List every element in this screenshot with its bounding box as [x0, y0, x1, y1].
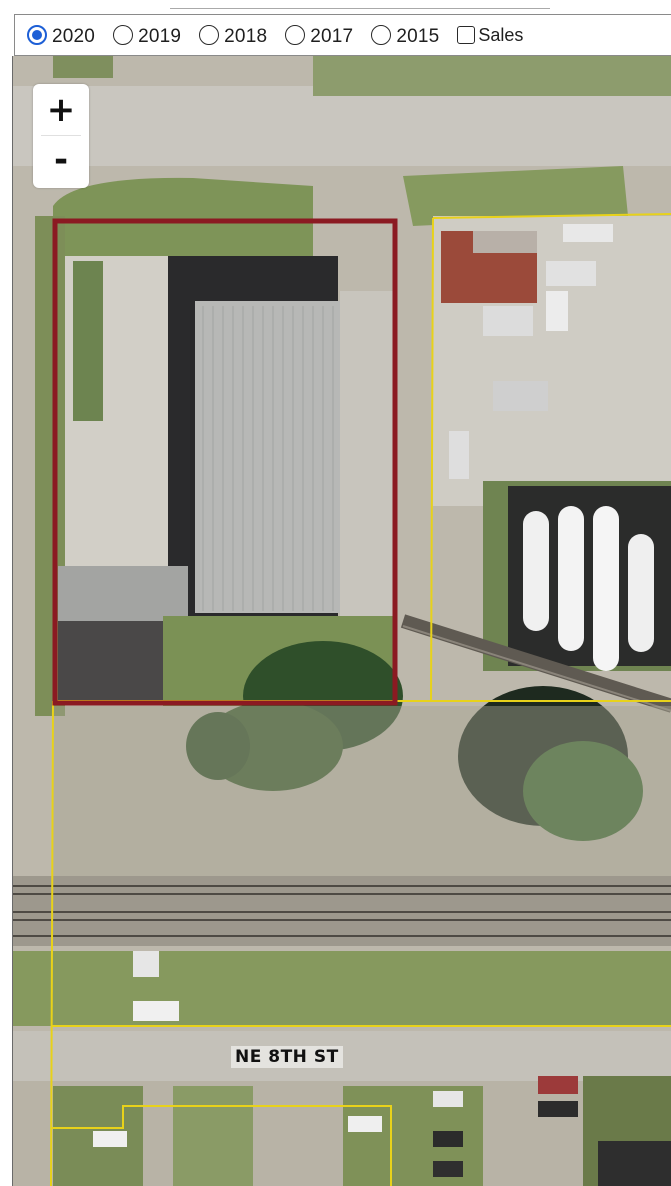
year-label: 2018	[224, 25, 268, 47]
year-option-2015[interactable]: 2015	[371, 23, 439, 48]
minus-icon: -	[53, 140, 69, 180]
sales-label: Sales	[478, 24, 524, 45]
year-label: 2019	[138, 25, 182, 47]
street-label: NE 8TH ST	[231, 1046, 343, 1068]
zoom-out-button[interactable]: -	[33, 134, 89, 186]
year-option-2020[interactable]: 2020	[27, 23, 95, 48]
year-option-2019[interactable]: 2019	[113, 23, 181, 48]
radio-icon[interactable]	[113, 25, 134, 45]
radio-icon[interactable]	[199, 25, 220, 45]
scan-edge	[170, 0, 550, 9]
radio-selected-icon[interactable]	[27, 25, 47, 45]
aerial-map[interactable]: NE 8TH ST	[12, 56, 671, 1186]
sales-toggle[interactable]: Sales	[457, 25, 523, 46]
aerial-imagery	[13, 56, 671, 1186]
year-label: 2020	[52, 25, 96, 47]
plus-icon: +	[46, 90, 76, 130]
radio-icon[interactable]	[285, 25, 306, 45]
zoom-divider	[41, 135, 81, 136]
year-label: 2015	[396, 25, 440, 47]
zoom-control: + -	[33, 84, 89, 188]
year-label: 2017	[310, 25, 354, 47]
zoom-in-button[interactable]: +	[33, 84, 89, 136]
checkbox-icon[interactable]	[457, 26, 476, 44]
radio-icon[interactable]	[371, 25, 392, 45]
year-option-2017[interactable]: 2017	[285, 23, 353, 48]
year-option-2018[interactable]: 2018	[199, 23, 267, 48]
imagery-year-toolbar: 2020 2019 2018 2017 2015 Sales	[14, 14, 671, 56]
